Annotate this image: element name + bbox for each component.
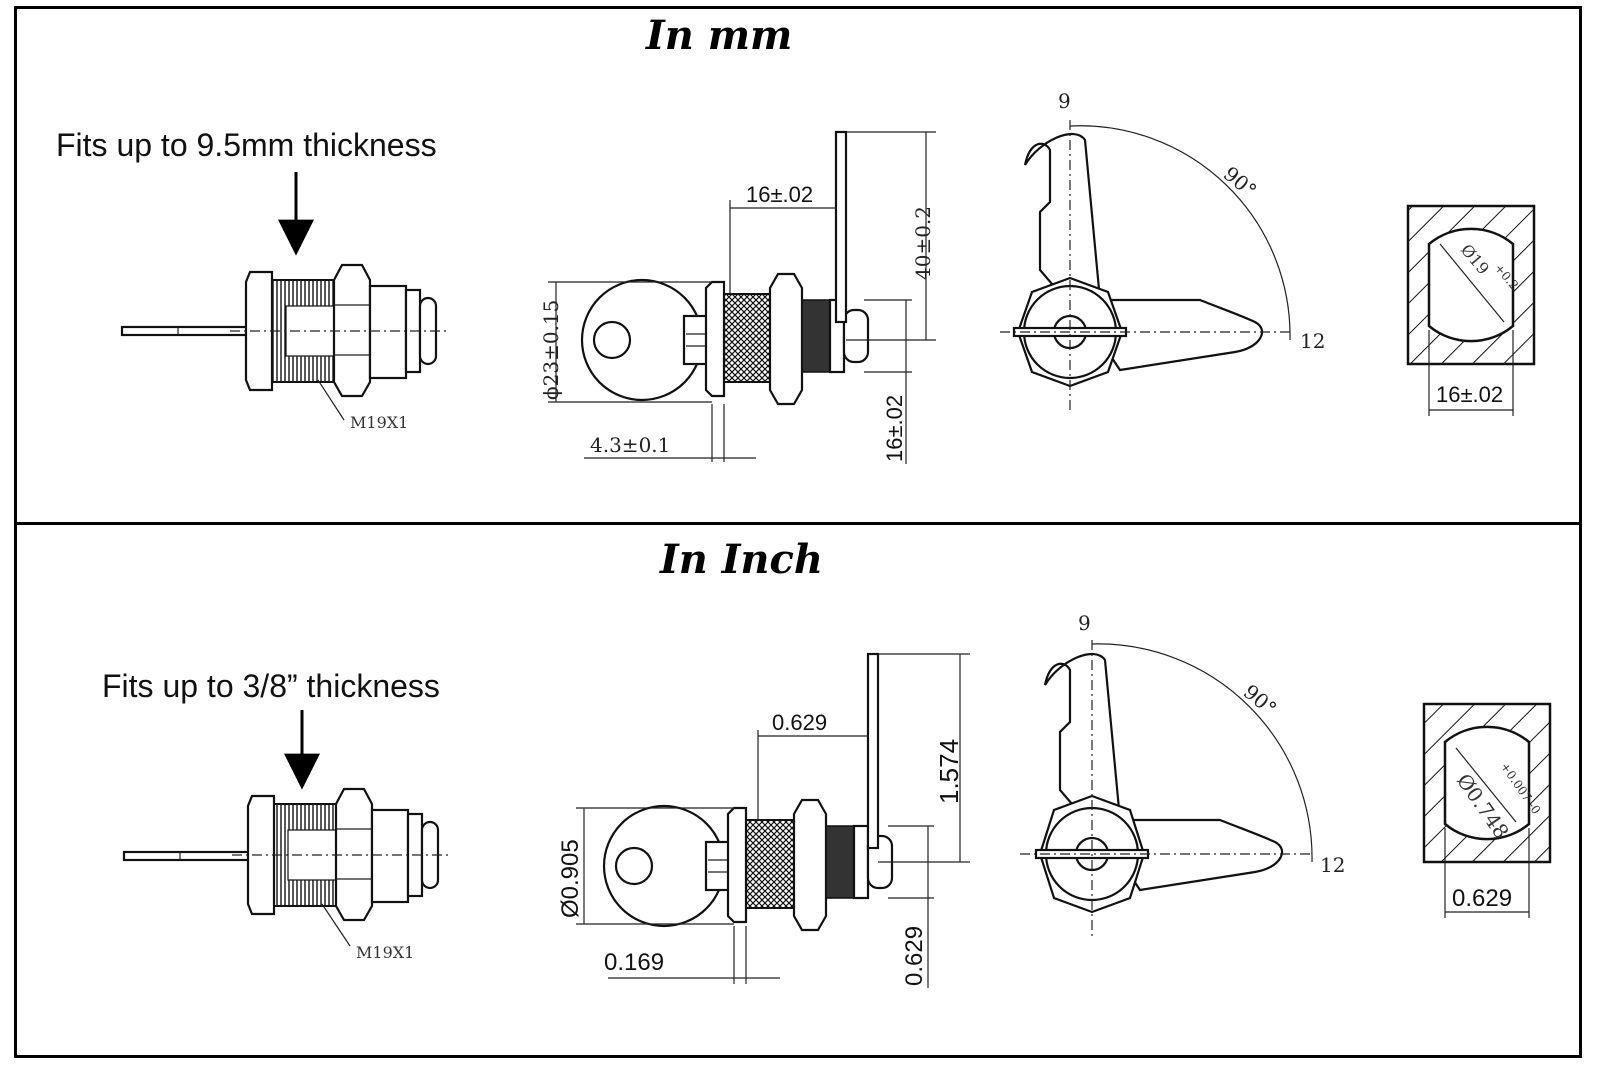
cutout-width-label: 0.629 — [1452, 885, 1512, 912]
cutout-hole — [1443, 725, 1531, 841]
inch-dimension-view: 0.629 1.574 Ø0.905 0.169 0.629 — [557, 652, 970, 988]
rotation-start-label: 9 — [1078, 611, 1091, 635]
key-blade — [122, 850, 254, 862]
dim-cam-height: 40±0.2 — [911, 206, 935, 280]
cutout-width-label: 16±.02 — [1436, 382, 1503, 407]
rotation-end-label: 12 — [1320, 853, 1345, 877]
dim-bottom-width: 16±.02 — [882, 395, 907, 462]
dim-flange-diameter: ϕ23±0.15 — [539, 300, 563, 400]
rotation-angle-label: 90° — [1219, 161, 1262, 202]
section-title-inch: In Inch — [660, 536, 823, 583]
nut — [792, 798, 828, 932]
mm-panel-cutout: Ø19 +0.2 16±.02 — [1406, 204, 1536, 416]
drawing-frame — [14, 6, 1582, 1058]
inch-panel-cutout: Ø0.748 +0.007 -0 0.629 — [1422, 702, 1552, 918]
section-divider — [14, 522, 1582, 525]
flange — [726, 806, 748, 924]
fit-thickness-label: Fits up to 9.5mm thickness — [56, 127, 437, 163]
mm-side-view: Fits up to 9.5mm thickness M19X1 — [56, 127, 448, 432]
inch-side-view: Fits up to 3/8” thickness M19X1 — [102, 668, 452, 962]
cam-bar — [866, 652, 880, 850]
dim-flange-offset: 0.169 — [604, 949, 664, 976]
dim-bottom-width: 0.629 — [901, 926, 928, 986]
thread-spec-label: M19X1 — [356, 943, 414, 962]
rotation-angle-label: 90° — [1239, 679, 1282, 720]
mm-cam-rotation-view: 9 12 90° — [1000, 89, 1325, 410]
flange — [704, 280, 726, 398]
rotation-end-label: 12 — [1300, 329, 1325, 353]
cam-bar — [834, 130, 848, 324]
rotation-start-label: 9 — [1058, 89, 1071, 113]
section-title-mm: In mm — [646, 12, 793, 59]
dim-cam-height: 1.574 — [934, 739, 964, 804]
mm-dimension-view: 16±.02 40±0.2 ϕ23±0.15 4.3±0.1 16±.02 — [539, 130, 936, 464]
dim-cam-offset: 0.629 — [772, 710, 827, 735]
inch-cam-rotation-view: 9 12 90° — [1020, 611, 1345, 940]
thread-spec-label: M19X1 — [350, 413, 408, 432]
dim-flange-offset: 4.3±0.1 — [590, 433, 670, 457]
knurled-body — [745, 819, 803, 909]
dim-cam-offset: 16±.02 — [746, 182, 813, 207]
dim-flange-diameter: Ø0.905 — [557, 839, 584, 918]
fit-thickness-label: Fits up to 3/8” thickness — [102, 668, 440, 704]
nut — [768, 272, 804, 406]
